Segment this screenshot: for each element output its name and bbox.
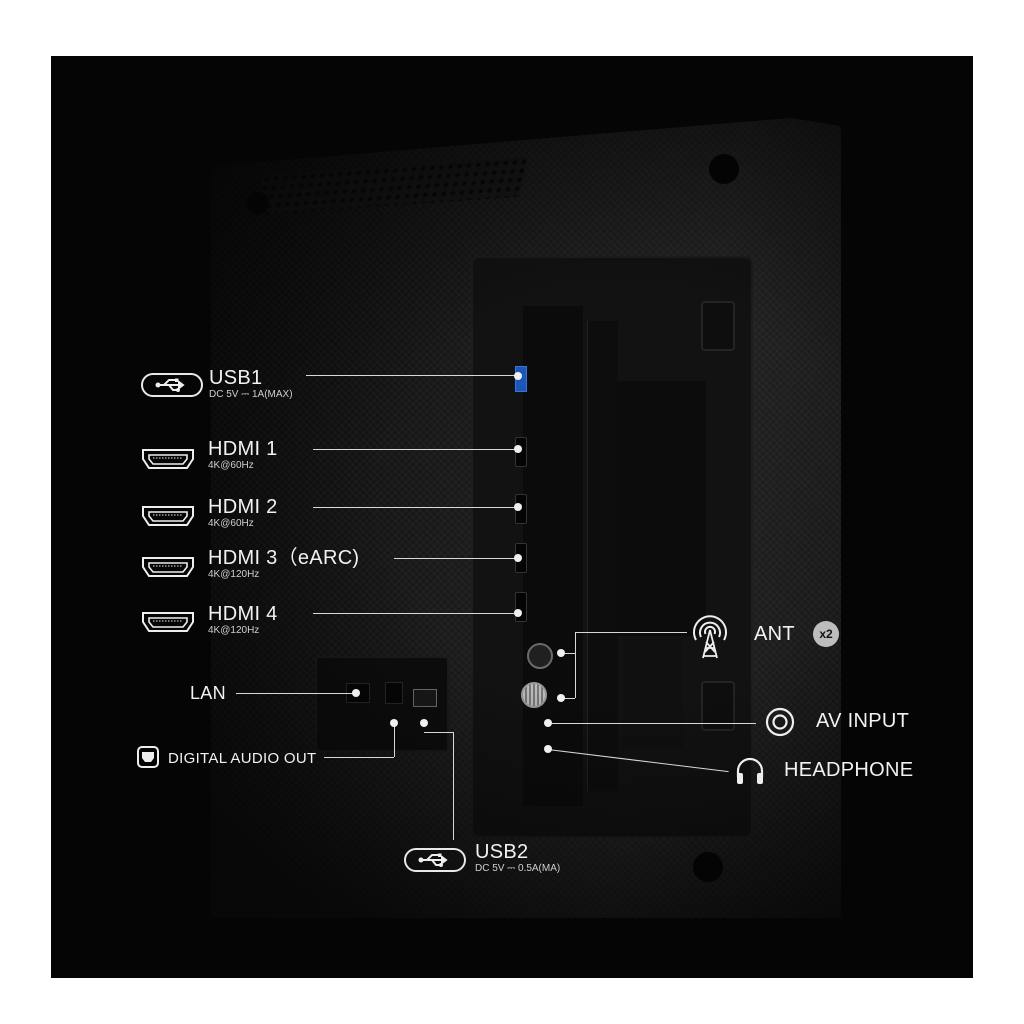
rating-sticker <box>623 638 683 748</box>
digital-audio-out-callout: DIGITAL AUDIO OUT <box>168 748 316 770</box>
hdmi4-point <box>514 609 522 617</box>
usb-icon <box>404 848 466 872</box>
usb1-title: USB1 <box>209 367 263 389</box>
digital-audio-leader-v <box>394 723 395 757</box>
rating-sticker <box>614 381 706 636</box>
digital-audio-point <box>390 719 398 727</box>
hdmi1-point <box>514 445 522 453</box>
hdmi-icon <box>142 557 194 577</box>
hdmi-icon <box>142 449 194 469</box>
ant-leader-v <box>575 632 576 698</box>
hdmi3-callout: HDMI 3（eARC) 4K@120Hz <box>208 547 359 581</box>
usb2-spec: DC 5V ⎓ 0.5A(MA) <box>475 863 561 874</box>
usb1-callout: USB1 DC 5V ⎓ 1A(MAX) <box>209 367 293 401</box>
ant2-leader <box>561 698 575 699</box>
hdmi2-callout: HDMI 2 4K@60Hz <box>208 496 278 530</box>
wall-mount-hole <box>693 852 723 882</box>
hdmi2-point <box>514 503 522 511</box>
cable-clip <box>701 301 735 351</box>
lan-callout: LAN <box>190 682 226 704</box>
port-column <box>523 306 583 806</box>
hdmi2-spec: 4K@60Hz <box>208 518 254 529</box>
usb1-spec: DC 5V ⎓ 1A(MAX) <box>209 389 293 400</box>
hdmi3-leader <box>394 558 518 559</box>
usb1-leader <box>306 375 518 376</box>
av-input-leader <box>548 723 756 724</box>
quantity-badge: x2 <box>813 621 839 647</box>
av-input-title: AV INPUT <box>816 710 910 732</box>
digital-audio-out-title: DIGITAL AUDIO OUT <box>168 750 317 767</box>
ant2-point <box>557 694 565 702</box>
hdmi1-title: HDMI 1 <box>208 438 278 460</box>
hdmi2-leader <box>313 507 518 508</box>
ant-leader <box>575 632 687 633</box>
ant-callout: ANT <box>754 623 795 645</box>
hdmi4-spec: 4K@120Hz <box>208 625 260 636</box>
wall-mount-hole <box>709 154 739 184</box>
hdmi3-title: HDMI 3（eARC) <box>208 547 360 569</box>
av-input-callout: AV INPUT <box>816 710 909 732</box>
optical-port-icon <box>137 746 159 768</box>
usb1-point <box>514 372 522 380</box>
optical-port <box>385 682 403 704</box>
hdmi4-callout: HDMI 4 4K@120Hz <box>208 603 278 637</box>
usb2-leader-h <box>424 732 453 733</box>
hdmi-icon <box>142 612 194 632</box>
headphone-callout: HEADPHONE <box>784 759 913 781</box>
hdmi1-callout: HDMI 1 4K@60Hz <box>208 438 278 472</box>
digital-audio-leader <box>324 757 394 758</box>
av-input-point <box>544 719 552 727</box>
ant2-connector <box>521 682 547 708</box>
hdmi3-point <box>514 554 522 562</box>
lan-title: LAN <box>190 683 226 703</box>
ant-title: ANT <box>754 623 795 645</box>
hdmi1-leader <box>313 449 518 450</box>
usb2-leader <box>453 732 454 840</box>
lan-leader <box>236 693 356 694</box>
usb2-callout: USB2 DC 5V ⎓ 0.5A(MA) <box>475 841 560 875</box>
wall-mount-hole <box>247 192 269 214</box>
ant1-point <box>557 649 565 657</box>
usb2-point <box>420 719 428 727</box>
headphone-point <box>544 745 552 753</box>
av-jack-icon <box>765 707 795 737</box>
hdmi1-spec: 4K@60Hz <box>208 460 254 471</box>
ant1-connector <box>527 643 553 669</box>
antenna-tower-icon <box>693 615 727 659</box>
hdmi3-spec: 4K@120Hz <box>208 569 260 580</box>
hdmi2-title: HDMI 2 <box>208 496 278 518</box>
headphone-title: HEADPHONE <box>784 759 914 781</box>
hdmi4-title: HDMI 4 <box>208 603 278 625</box>
ant1-leader <box>561 653 575 654</box>
hdmi4-port <box>515 592 527 622</box>
hdmi-icon <box>142 506 194 526</box>
usb-icon <box>141 373 203 397</box>
headphones-icon <box>736 757 764 784</box>
usb2-title: USB2 <box>475 841 529 863</box>
lan-point <box>352 689 360 697</box>
usb2-port <box>413 689 437 707</box>
hdmi4-leader <box>313 613 518 614</box>
